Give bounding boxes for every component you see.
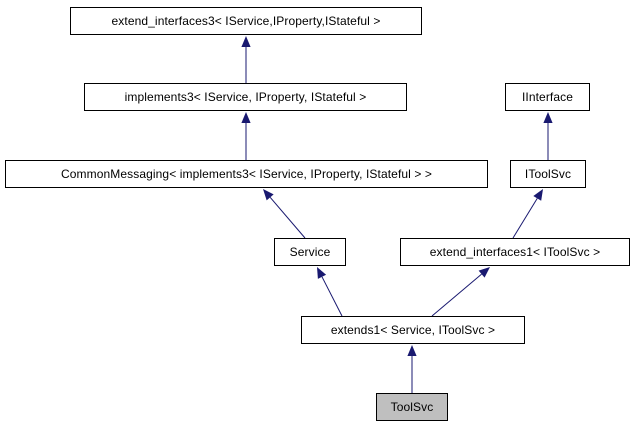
uml-node-itoolsvc[interactable]: IToolSvc bbox=[510, 160, 586, 188]
uml-node-implements3[interactable]: implements3< IService, IProperty, IState… bbox=[84, 83, 407, 111]
uml-node-iinterface[interactable]: IInterface bbox=[505, 83, 590, 111]
inheritance-arrowhead bbox=[317, 267, 327, 279]
inheritance-edge-toolsvc-to-extends1 bbox=[407, 345, 417, 393]
inheritance-edge-extends1-to-service bbox=[317, 267, 343, 317]
inheritance-arrowhead bbox=[407, 345, 417, 356]
uml-node-label: IToolSvc bbox=[524, 167, 572, 181]
uml-node-commonmessaging[interactable]: CommonMessaging< implements3< IService, … bbox=[5, 160, 488, 188]
inheritance-arrowhead bbox=[241, 36, 251, 47]
inheritance-arrowhead bbox=[478, 267, 490, 278]
uml-node-label: CommonMessaging< implements3< IService, … bbox=[60, 167, 432, 181]
uml-node-label: Service bbox=[289, 245, 331, 259]
inheritance-edge-commonmessaging-to-implements3 bbox=[241, 112, 251, 160]
inheritance-edge-implements3-to-extend_interfaces3 bbox=[241, 36, 251, 83]
inheritance-arrowhead bbox=[533, 189, 543, 201]
inheritance-arrowhead bbox=[543, 112, 553, 123]
inheritance-edge-itoolsvc-to-iinterface bbox=[543, 112, 553, 160]
uml-node-label: extend_interfaces3< IService,IProperty,I… bbox=[111, 14, 381, 28]
uml-node-extend_interfaces1[interactable]: extend_interfaces1< IToolSvc > bbox=[400, 238, 630, 266]
inheritance-edge-service-to-commonmessaging bbox=[263, 189, 306, 239]
inheritance-edge-extends1-to-extend_interfaces1 bbox=[431, 267, 490, 317]
uml-node-label: IInterface bbox=[521, 90, 574, 104]
uml-node-label: extends1< Service, IToolSvc > bbox=[330, 323, 496, 337]
uml-node-extends1[interactable]: extends1< Service, IToolSvc > bbox=[301, 316, 525, 344]
uml-node-label: extend_interfaces1< IToolSvc > bbox=[429, 245, 601, 259]
uml-node-extend_interfaces3[interactable]: extend_interfaces3< IService,IProperty,I… bbox=[70, 7, 422, 35]
uml-node-label: ToolSvc bbox=[390, 400, 434, 414]
inheritance-arrowhead bbox=[263, 189, 274, 201]
inheritance-edge-extend_interfaces1-to-itoolsvc bbox=[512, 189, 543, 239]
uml-node-toolsvc[interactable]: ToolSvc bbox=[376, 393, 448, 421]
uml-node-service[interactable]: Service bbox=[274, 238, 346, 266]
inheritance-arrowhead bbox=[241, 112, 251, 123]
uml-node-label: implements3< IService, IProperty, IState… bbox=[124, 90, 367, 104]
